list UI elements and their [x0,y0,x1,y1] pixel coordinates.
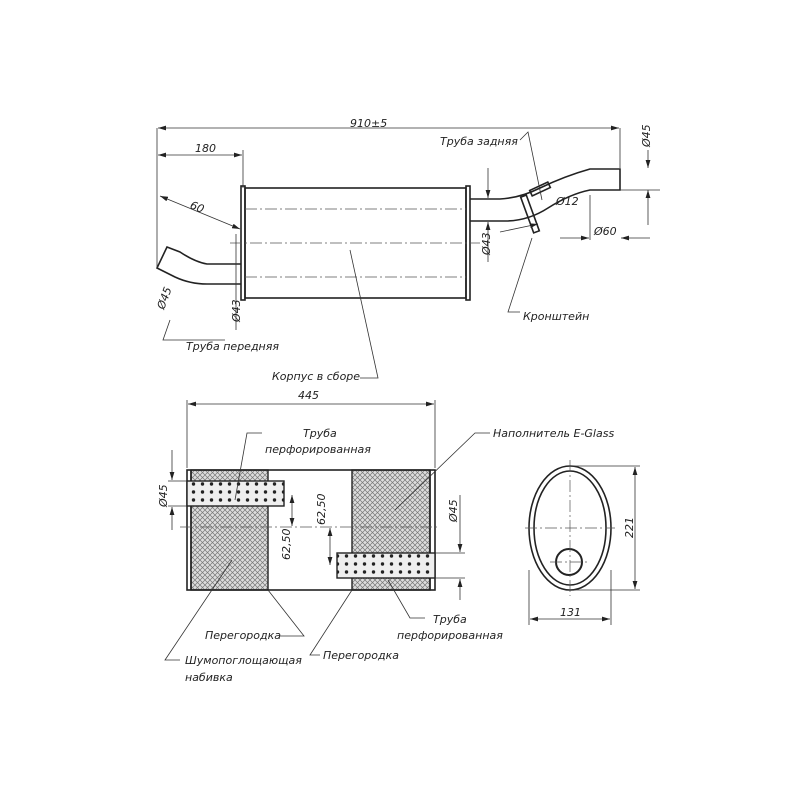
dim-221: 221 [623,517,636,538]
top-view: 910±5 180 60 Ø45 Ø43 Ø43 Ø45 Ø12 Ø60 Тру… [154,117,660,383]
perf-tube-left [186,480,285,507]
dim-front-d43: Ø43 [230,299,243,323]
label-perf-tube-2: Труба [433,613,467,626]
label-packing-b: набивка [185,671,233,684]
dim-d12: Ø12 [555,195,579,208]
dim-left-d45: Ø45 [157,484,170,508]
dim-60: 60 [188,199,206,216]
label-perf-tube-2b: перфорированная [397,629,503,642]
section-body [186,469,436,591]
label-baffle-2: Перегородка [323,649,399,662]
dim-131: 131 [560,606,581,619]
label-packing: Шумопоглощающая [185,654,302,667]
dim-180: 180 [195,142,216,155]
end-view: 221 131 [525,460,640,625]
perf-tube-right [336,552,436,579]
dim-right-d45: Ø45 [447,499,460,523]
dim-rear-d43: Ø43 [480,232,493,256]
dim-front-d45: Ø45 [154,285,174,312]
label-perf-tube-1b: перфорированная [265,443,371,456]
label-baffle-1: Перегородка [205,629,281,642]
front-pipe [155,245,241,285]
label-rear-pipe: Труба задняя [440,135,518,148]
label-bracket: Кронштейн [523,310,589,323]
dim-62-50-lower: 62,50 [280,529,293,561]
label-filler: Наполнитель E-Glass [493,427,614,440]
dim-445: 445 [298,389,319,402]
dim-rear-d45: Ø45 [640,124,653,148]
dim-d60: Ø60 [593,225,617,238]
section-view: 445 Ø45 62,50 62,50 Ø45 Труба перфориров… [157,389,614,684]
bracket [519,194,541,234]
label-perf-tube-1: Труба [303,427,337,440]
label-front-pipe: Труба передняя [186,340,279,353]
label-body: Корпус в сборе [272,370,360,383]
dim-62-50-upper: 62,50 [315,494,328,526]
dim-910: 910±5 [350,117,387,130]
rear-pipe [470,168,621,222]
